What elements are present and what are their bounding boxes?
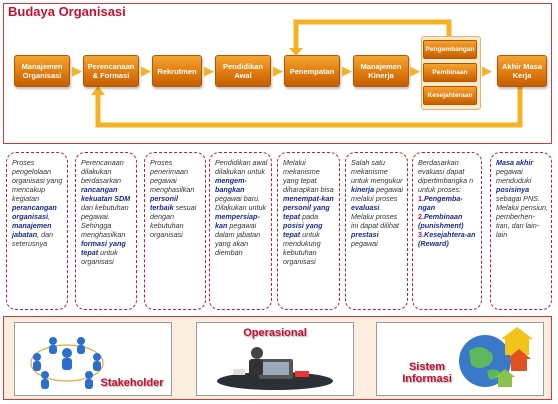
process-manajemen-kinerja[interactable]: Manajemen Kinerja xyxy=(353,55,409,87)
process-rekrutmen[interactable]: Rekrutmen xyxy=(152,55,202,87)
desc-text: Perencanaan dilakukan berdasarkan xyxy=(81,158,124,185)
desc-text: Berdasarkan evaluasi dapat dipertimbangk… xyxy=(418,158,474,194)
desc-text: pada xyxy=(300,212,319,221)
desc-list-label: Pengemba-ngan xyxy=(418,194,463,212)
desc-akhir-masa-kerja: Masa akhir pegawai menduduki posisinya s… xyxy=(490,152,552,310)
arrow-right-icon: ▶ xyxy=(482,63,492,78)
desc-emphasis: rancangan kekuatan SDM xyxy=(81,185,131,203)
loop-arrow-bottom xyxy=(95,87,523,128)
desc-list-item: 2.Pembinaan (punishment) xyxy=(418,212,478,230)
desc-text: Proses penerimaan pegawai menghasilkan xyxy=(150,158,195,194)
desc-text: . Melalui proses ini dapat dilihat xyxy=(351,203,399,230)
process-pengembangan[interactable]: Pengembangan xyxy=(423,40,477,59)
desc-emphasis: posisinya xyxy=(496,185,530,194)
desc-evaluasi: Berdasarkan evaluasi dapat dipertimbangk… xyxy=(412,152,482,310)
desc-text: Melalui mekanisme yang tepat diharapkan … xyxy=(283,158,334,194)
arrow-right-icon: ▶ xyxy=(204,63,214,78)
globe-houses-icon xyxy=(459,327,533,387)
office-operator-icon xyxy=(217,347,333,390)
loop-arrow-top xyxy=(293,19,452,50)
arrow-right-icon: ▶ xyxy=(141,63,151,78)
desc-list-item: 3.Kesejahtera-an (Reward) xyxy=(418,230,478,248)
desc-text: untuk organisasi xyxy=(81,248,118,266)
desc-text: , xyxy=(47,212,50,221)
panel-operasional: Operasional xyxy=(196,322,354,396)
panel-stakeholder: Stakeholder xyxy=(14,322,172,396)
desc-list-label: Kesejahtera-an (Reward) xyxy=(418,230,476,248)
desc-text: untuk mendukung kebutuhan organisasi xyxy=(283,230,321,266)
desc-list-label: Pembinaan (punishment) xyxy=(418,212,464,230)
desc-emphasis: manajemen jabatan xyxy=(12,221,52,239)
panel-sistem-informasi: Sistem Informasi xyxy=(376,322,544,396)
desc-list-item: 1.Pengemba-ngan xyxy=(418,194,478,212)
org-culture-frame xyxy=(3,3,552,144)
loop-arrowhead-bottom xyxy=(91,86,105,95)
process-penempatan[interactable]: Penempatan xyxy=(284,55,340,87)
process-perencanaan-formasi[interactable]: Perencanaan & Formasi xyxy=(83,55,139,87)
desc-text: pegawai xyxy=(351,239,378,248)
desc-text: , dan seterusnya xyxy=(12,230,54,248)
desc-list-number: 3. xyxy=(418,230,424,239)
process-pembinaan[interactable]: Pembinaan xyxy=(423,63,477,82)
desc-emphasis: posisi yang tepat xyxy=(283,221,323,239)
desc-pendidikan-awal: Pendidikan awal dilakukan untuk mengem-b… xyxy=(209,152,272,310)
process-pendidikan-awal[interactable]: Pendidikan Awal xyxy=(215,55,271,87)
desc-perencanaan-formasi: Perencanaan dilakukan berdasarkan rancan… xyxy=(75,152,137,310)
process-kesejahteraan[interactable]: Kesejahteraan xyxy=(423,86,477,105)
desc-emphasis: kinerja xyxy=(351,185,375,194)
desc-manajemen-kinerja: Salah satu mekanisme untuk mengukur kine… xyxy=(345,152,408,310)
desc-text: pegawai baru. Dilakukan untuk xyxy=(215,194,267,212)
panel-label-operasional: Operasional xyxy=(243,327,307,339)
desc-emphasis: prestasi xyxy=(351,230,379,239)
desc-penempatan: Melalui mekanisme yang tepat diharapkan … xyxy=(277,152,340,310)
desc-manajemen-organisasi: Proses pengelolaan organisasi yang menca… xyxy=(6,152,68,310)
desc-text: Proses pengelolaan organisasi yang menca… xyxy=(12,158,63,203)
desc-text: pegawai menduduki xyxy=(496,167,532,185)
process-akhir-masa-kerja[interactable]: Akhir Masa Kerja xyxy=(497,55,547,87)
desc-text: dan kebutuhan pegawai. Sehingga menghasi… xyxy=(81,203,129,239)
desc-text: pegawai melalui proses xyxy=(351,185,403,203)
desc-rekrutmen: Proses penerimaan pegawai menghasilkan p… xyxy=(144,152,206,310)
people-network-icon xyxy=(30,337,104,389)
desc-emphasis: perancangan organisasi xyxy=(12,203,57,221)
desc-emphasis: evaluasi xyxy=(351,203,380,212)
desc-list-number: 2. xyxy=(418,212,424,221)
arrow-right-icon: ▶ xyxy=(410,63,420,78)
panel-label-sistem-informasi: Sistem Informasi xyxy=(402,361,452,385)
desc-text: sebagai PNS. Melalui pensiun, pemberhen-… xyxy=(496,194,548,239)
arrow-right-icon: ▶ xyxy=(273,63,283,78)
flow-arrows xyxy=(91,19,523,128)
desc-emphasis: personil terbaik xyxy=(150,194,178,212)
desc-emphasis: mengem-bangkan xyxy=(215,176,247,194)
panel-label-stakeholder: Stakeholder xyxy=(100,377,164,389)
desc-text: sesuai dengan kebutuhan organisasi xyxy=(150,203,197,239)
desc-emphasis: formasi yang tepat xyxy=(81,239,126,257)
page-title: Budaya Organisasi xyxy=(8,4,126,19)
loop-arrowhead-top xyxy=(289,48,303,56)
arrow-right-icon: ▶ xyxy=(342,63,352,78)
desc-text: Pendidikan awal dilakukan untuk xyxy=(215,158,268,176)
desc-emphasis: menempat-kan personil yang tepat xyxy=(283,194,334,221)
desc-text: pegawai dalam jabatan yang akan diemban xyxy=(215,221,261,257)
desc-list-number: 1. xyxy=(418,194,424,203)
desc-emphasis: mempersiap-kan xyxy=(215,212,260,230)
desc-emphasis: Masa akhir xyxy=(496,158,534,167)
process-manajemen-organisasi[interactable]: Manajemen Organisasi xyxy=(14,55,70,87)
arrow-right-icon: ▶ xyxy=(72,63,82,78)
desc-text: Salah satu mekanisme untuk mengukur xyxy=(351,158,403,185)
